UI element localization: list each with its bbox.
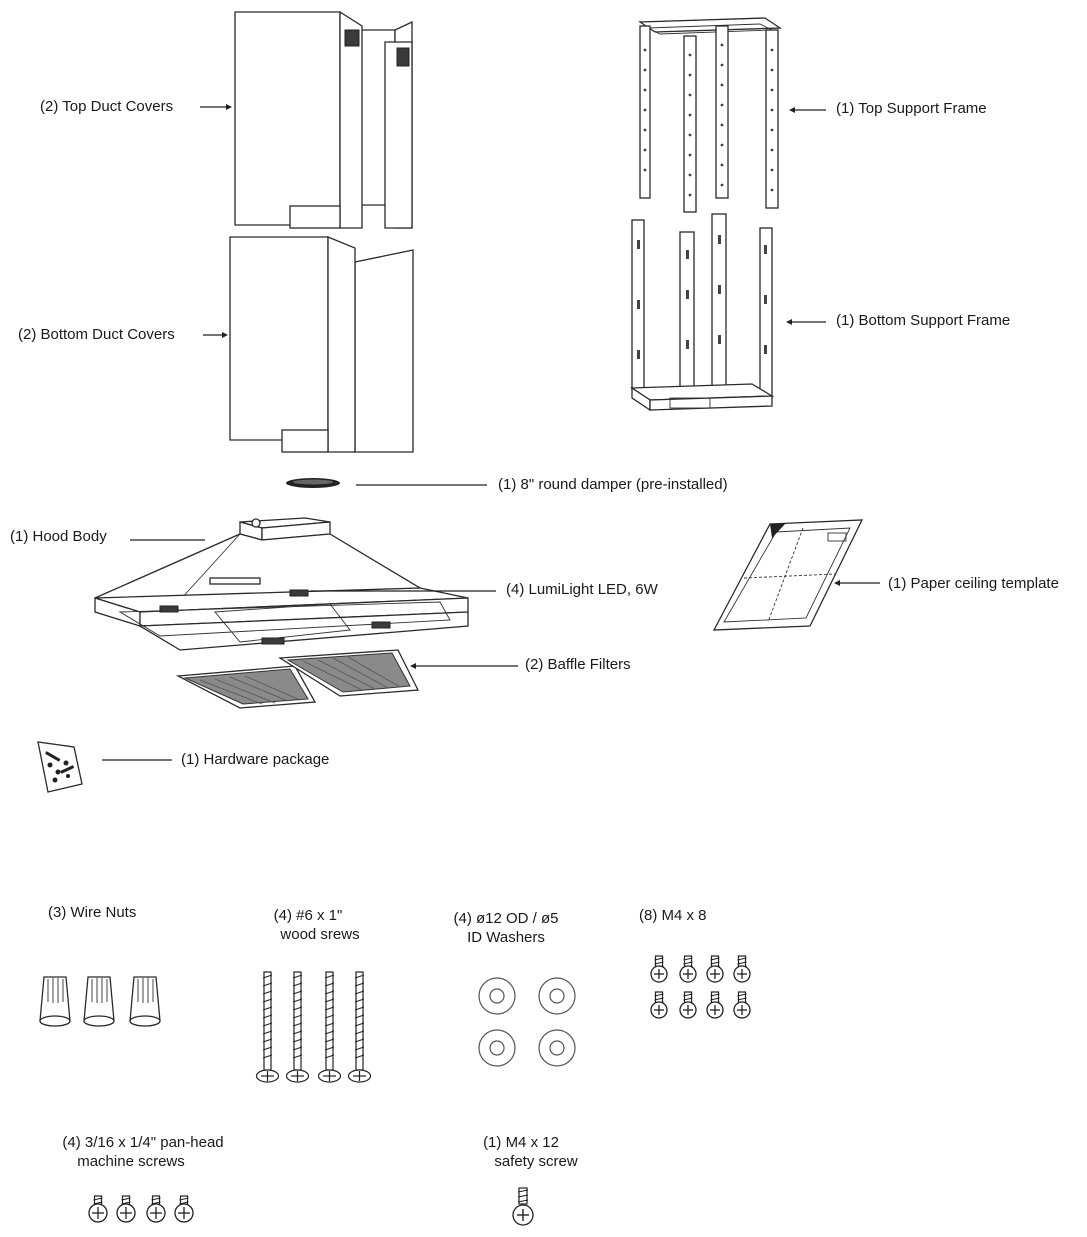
screw-icon	[733, 991, 751, 1019]
screw-icon	[88, 1195, 108, 1223]
label-paper-template: (1) Paper ceiling template	[888, 575, 1059, 592]
label-safety-screw-line2: safety screw	[494, 1153, 578, 1170]
label-machine-screws-line2: machine screws	[77, 1153, 185, 1170]
screw-icon	[146, 1195, 166, 1223]
label-top-duct-covers: (2) Top Duct Covers	[40, 98, 174, 115]
safety-screw-icon	[512, 1187, 534, 1226]
label-damper: (1) 8" round damper (pre-installed)	[498, 476, 728, 493]
label-hardware-package: (1) Hardware package	[181, 751, 330, 768]
label-machine-screws-line1: (4) 3/16 x 1/4" pan-head	[62, 1134, 224, 1151]
label-wood-screws-line1: (4) #6 x 1"	[273, 907, 343, 924]
label-washers: (4) ø12 OD / ø5 ID Washers	[436, 909, 576, 947]
baffle-filters-icon	[175, 649, 420, 709]
washers-icon	[478, 977, 576, 1067]
screw-icon	[706, 991, 724, 1019]
screw-icon	[706, 955, 724, 983]
damper-icon	[286, 478, 340, 488]
screw-icon	[679, 955, 697, 983]
wood-screws-icon	[255, 971, 372, 1083]
m4-screws-icon	[650, 955, 751, 1019]
label-safety-screw: (1) M4 x 12 safety screw	[466, 1133, 606, 1171]
screw-icon	[733, 955, 751, 983]
label-top-support-frame: (1) Top Support Frame	[836, 100, 987, 117]
bottom-support-frame-icon	[629, 213, 775, 412]
hardware-bag-icon	[37, 741, 83, 793]
paper-template-icon	[712, 519, 864, 631]
bottom-duct-covers-icon	[229, 236, 414, 453]
screw-icon	[679, 991, 697, 1019]
top-support-frame-icon	[637, 17, 783, 213]
top-duct-covers-icon	[234, 10, 413, 229]
label-wood-screws-line2: wood srews	[280, 926, 360, 943]
label-m4x8: (8) M4 x 8	[639, 907, 707, 924]
label-bottom-duct-covers: (2) Bottom Duct Covers	[18, 326, 175, 343]
label-wire-nuts: (3) Wire Nuts	[48, 904, 137, 921]
wire-nuts-icon	[39, 976, 161, 1027]
label-washers-line2: ID Washers	[467, 929, 545, 946]
screw-icon	[174, 1195, 194, 1223]
label-bottom-support-frame: (1) Bottom Support Frame	[836, 312, 1011, 329]
label-lumilight-led: (4) LumiLight LED, 6W	[506, 581, 658, 598]
hood-body-icon	[94, 517, 469, 651]
screw-icon	[116, 1195, 136, 1223]
machine-screws-icon	[88, 1195, 194, 1223]
label-machine-screws: (4) 3/16 x 1/4" pan-head machine screws	[38, 1133, 248, 1171]
screw-icon	[650, 991, 668, 1019]
label-baffle-filters: (2) Baffle Filters	[525, 656, 631, 673]
screw-icon	[650, 955, 668, 983]
label-hood-body: (1) Hood Body	[10, 528, 107, 545]
label-wood-screws: (4) #6 x 1" wood srews	[248, 906, 368, 944]
label-safety-screw-line1: (1) M4 x 12	[483, 1134, 559, 1151]
label-washers-line1: (4) ø12 OD / ø5	[453, 910, 559, 927]
